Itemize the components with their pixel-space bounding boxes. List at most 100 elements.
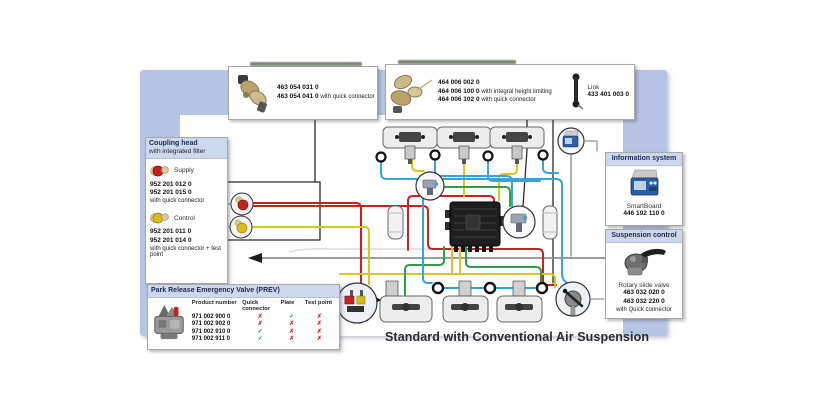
rotary-slide-valve-photo [624,248,666,276]
test-point-mark: ✗ [316,328,322,335]
quick-connector-mark: ✓ [257,336,263,343]
panel-title-text: Park Release Emergency Valve (PREV) [151,287,280,294]
port-ring [375,151,387,163]
panel-title: Suspension control [606,230,682,244]
quick-connector-mark: ✓ [257,328,263,335]
col-header-quick: Quick connector [242,300,271,313]
suspension-control-panel: Suspension control Rotary slide valve 46… [605,229,683,319]
panel-title: Park Release Emergency Valve (PREV) [148,285,339,299]
control-coupling-photo [150,212,169,224]
part-note: with Quick connector [616,306,672,313]
table-row: 971 002 902 0 ✗ ✗ ✗ [192,321,336,329]
port-ring [535,281,549,295]
part-number: 446 192 110 0 [623,210,665,218]
panel-title-text: Suspension control [611,232,677,239]
smartboard-circle [557,127,585,155]
cropped-label-remnant [250,62,362,66]
table-row: 971 002 911 0 ✓ ✗ ✗ [192,336,336,344]
part-note: with quick connector + test point [150,245,221,258]
part-number: 971 002 902 0 [191,321,231,328]
supply-coupling-circle [230,192,254,216]
part-number: 971 002 911 0 [191,336,230,343]
part-number: 952 201 011 0 [150,228,192,236]
test-point-mark: ✗ [316,313,322,320]
front-axle-units [375,126,549,164]
panel-title: Information system [606,153,682,167]
table-row: 971 002 910 0 ✓ ✗ ✗ [192,329,336,337]
panel-subtitle-text: with integrated filter [149,148,206,156]
supply-coupling-photo [150,165,169,176]
levelling-valve-photo [238,75,267,113]
part-note: with quick connector [150,198,205,205]
smartboard-photo [630,169,659,196]
port-ring [431,281,445,295]
col-header-plate: Plate [280,300,295,307]
quick-connector-mark: ✗ [257,313,263,320]
cable-arrow [248,253,262,263]
port-ring [537,149,549,161]
coupling-head-panel: Coupling head with integrated filter Sup… [145,137,228,284]
part-number: 463 054 031 0 [277,84,319,92]
prev-valve-photo [154,304,184,340]
control-coupling-circle [229,215,253,239]
levelling-valve-photo [390,74,433,113]
test-point-mark: ✗ [316,321,322,328]
plate-mark: ✗ [289,328,295,335]
port-ring [482,150,494,162]
part-note: with integral height limiting [481,88,552,95]
col-header-test: Test point [304,300,333,307]
brake-chamber-box [489,126,545,164]
axle-valve-box [379,280,433,323]
part-note: with quick connector [320,94,375,100]
part-number: 463 032 220 0 [623,297,665,305]
link-label: Link [587,84,600,92]
callout-levelling-valve-variants: 464 006 002 0 464 006 100 0 with integra… [385,64,635,120]
table-row: 971 002 900 0 ✗ ✓ ✗ [192,314,336,322]
diagram-caption: Standard with Conventional Air Suspensio… [385,330,650,344]
information-system-panel: Information system SmartBoard 446 192 11… [605,152,683,226]
product-label: Rotary slide valve [618,282,670,290]
part-number: 971 002 900 0 [191,313,231,320]
axle-valve-box [442,280,489,323]
part-number: 464 006 002 0 [438,78,480,86]
brake-chamber-box [382,126,438,164]
prev-variants-table: Product number Quick connector Plate Tes… [192,300,336,344]
part-number: 952 201 014 0 [150,236,192,244]
col-header-product: Product number [191,300,237,307]
part-note: with quick connector [481,97,536,104]
plate-mark: ✓ [289,313,295,320]
plate-mark: ✗ [289,336,295,343]
panel-title-text: Information system [611,155,677,162]
panel-title-text: Coupling head [149,140,198,147]
part-number: 433 401 003 0 [587,91,629,99]
supply-label: Supply [174,167,194,175]
port-ring [429,149,441,161]
product-label: SmartBoard [626,203,662,211]
prev-valve-circle [336,282,378,324]
part-number: 463 054 041 0 [277,93,319,100]
cropped-label-remnant [398,60,516,64]
brake-chamber-box [436,126,492,164]
callout-connector-lines [227,140,605,300]
part-number: 464 006 102 0 [438,96,480,104]
part-number: 464 006 100 0 [438,87,480,95]
levelling-valve-circle-front [415,171,445,201]
levelling-valve-circle-rear [502,205,536,239]
air-reservoirs [387,205,558,240]
part-number: 952 201 015 0 [150,189,192,197]
plate-mark: ✗ [289,321,295,328]
quick-connector-mark: ✗ [257,321,263,328]
test-point-mark: ✗ [316,336,322,343]
tubes-green [404,186,542,296]
control-label: Control [174,214,195,222]
port-ring [483,281,497,295]
link-rod-photo [572,73,584,110]
rotary-valve-circle [555,281,591,317]
part-number: 971 002 910 0 [191,328,231,335]
prev-panel: Park Release Emergency Valve (PREV) Prod… [147,284,340,350]
callout-levelling-valve: 463 054 031 0 463 054 041 0 with quick c… [228,66,378,120]
control-tubes-yellow [251,148,556,288]
part-number: 463 032 020 0 [623,289,665,297]
part-number: 952 201 012 0 [150,180,192,188]
axle-valve-box [496,280,543,323]
